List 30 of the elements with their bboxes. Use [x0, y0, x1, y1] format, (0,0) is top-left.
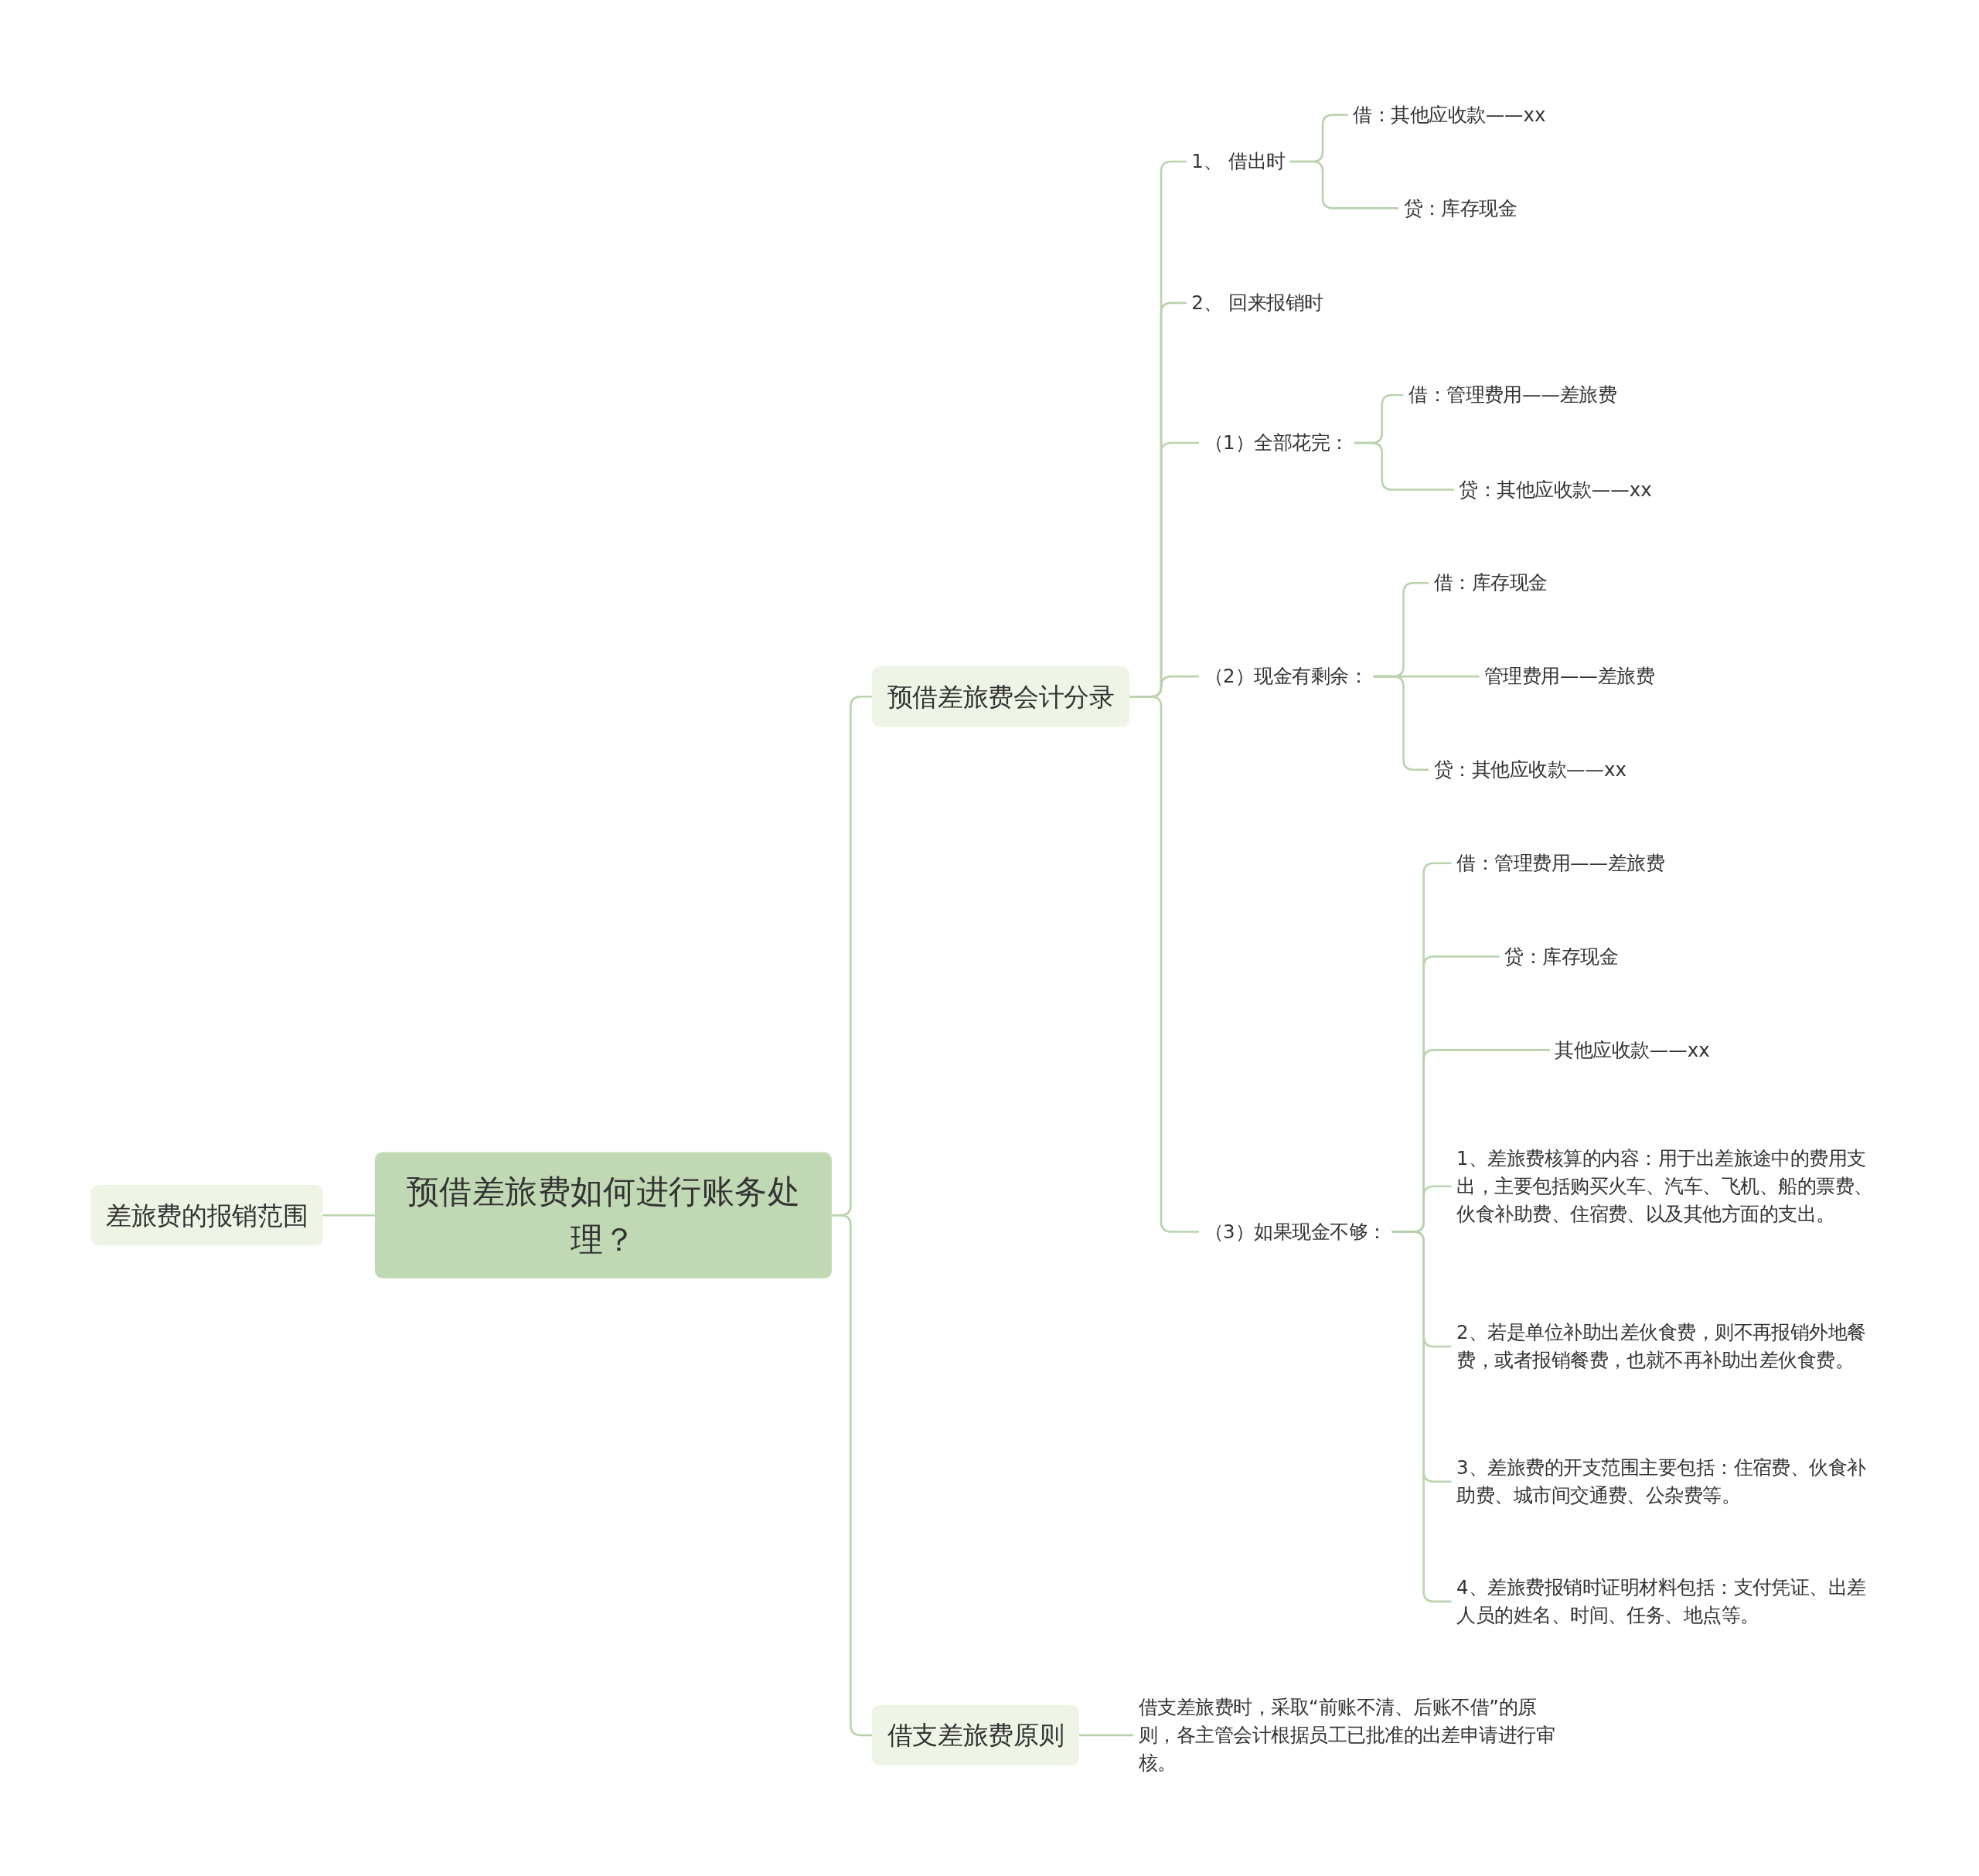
connector-line: [1391, 1231, 1452, 1603]
connector-line: [322, 1214, 375, 1217]
branch-text: 其他应收款——xx: [1549, 1033, 1715, 1067]
connector-line: [1373, 675, 1429, 771]
branch-text: 1、差旅费核算的内容：用于出差旅途中的费用支出，主要包括购买火车、汽车、飞机、船的票费、伙食补助费、住宿费、以及其他方面的支出。: [1451, 1142, 1887, 1231]
topic-box: 借支差旅费原则: [872, 1704, 1079, 1766]
connector-line: [1078, 1734, 1134, 1737]
topic-box: 预借差旅费会计分录: [872, 666, 1130, 727]
branch-text: 3、差旅费的开支范围主要包括：住宿费、伙食补助费、城市间交通费、公杂费等。: [1451, 1451, 1887, 1512]
branch-text: 贷：库存现金: [1398, 192, 1522, 225]
branch-text: （2）现金有剩余：: [1199, 659, 1373, 693]
branch-text: （3）如果现金不够：: [1199, 1215, 1392, 1248]
topic-box: 差旅费的报销范围: [90, 1185, 323, 1246]
branch-text: 贷：其他应收款——xx: [1429, 753, 1632, 787]
branch-text: 2、若是单位补助出差伙食费，则不再报销外地餐费，或者报销餐费，也就不再补助出差伙食费。: [1451, 1316, 1887, 1377]
branch-text: 借：管理费用——差旅费: [1451, 846, 1670, 880]
connector-line: [1354, 441, 1454, 491]
branch-text: 借：库存现金: [1429, 567, 1553, 600]
central-topic-box: 预借差旅费如何进行账务处理？: [374, 1152, 832, 1278]
branch-text: （1）全部花完：: [1199, 426, 1354, 460]
branch-text: 借：其他应收款——xx: [1347, 98, 1552, 131]
branch-text: 管理费用——差旅费: [1479, 659, 1660, 693]
branch-text: 贷：其他应收款——xx: [1453, 473, 1657, 506]
branch-text: 借支差旅费时，采取“前账不清、后账不借”的原则，各主管会计根据员工已批准的出差申请进行审核。: [1133, 1690, 1569, 1780]
connector-line: [1289, 160, 1398, 209]
branch-text: 贷：库存现金: [1499, 940, 1623, 973]
branch-text: 1、 借出时: [1186, 145, 1291, 179]
branch-text: 4、差旅费报销时证明材料包括：支付凭证、出差人员的姓名、时间、任务、地点等。: [1451, 1571, 1887, 1632]
branch-text: 2、 回来报销时: [1186, 286, 1329, 320]
branch-text: 借：管理费用——差旅费: [1403, 378, 1622, 412]
